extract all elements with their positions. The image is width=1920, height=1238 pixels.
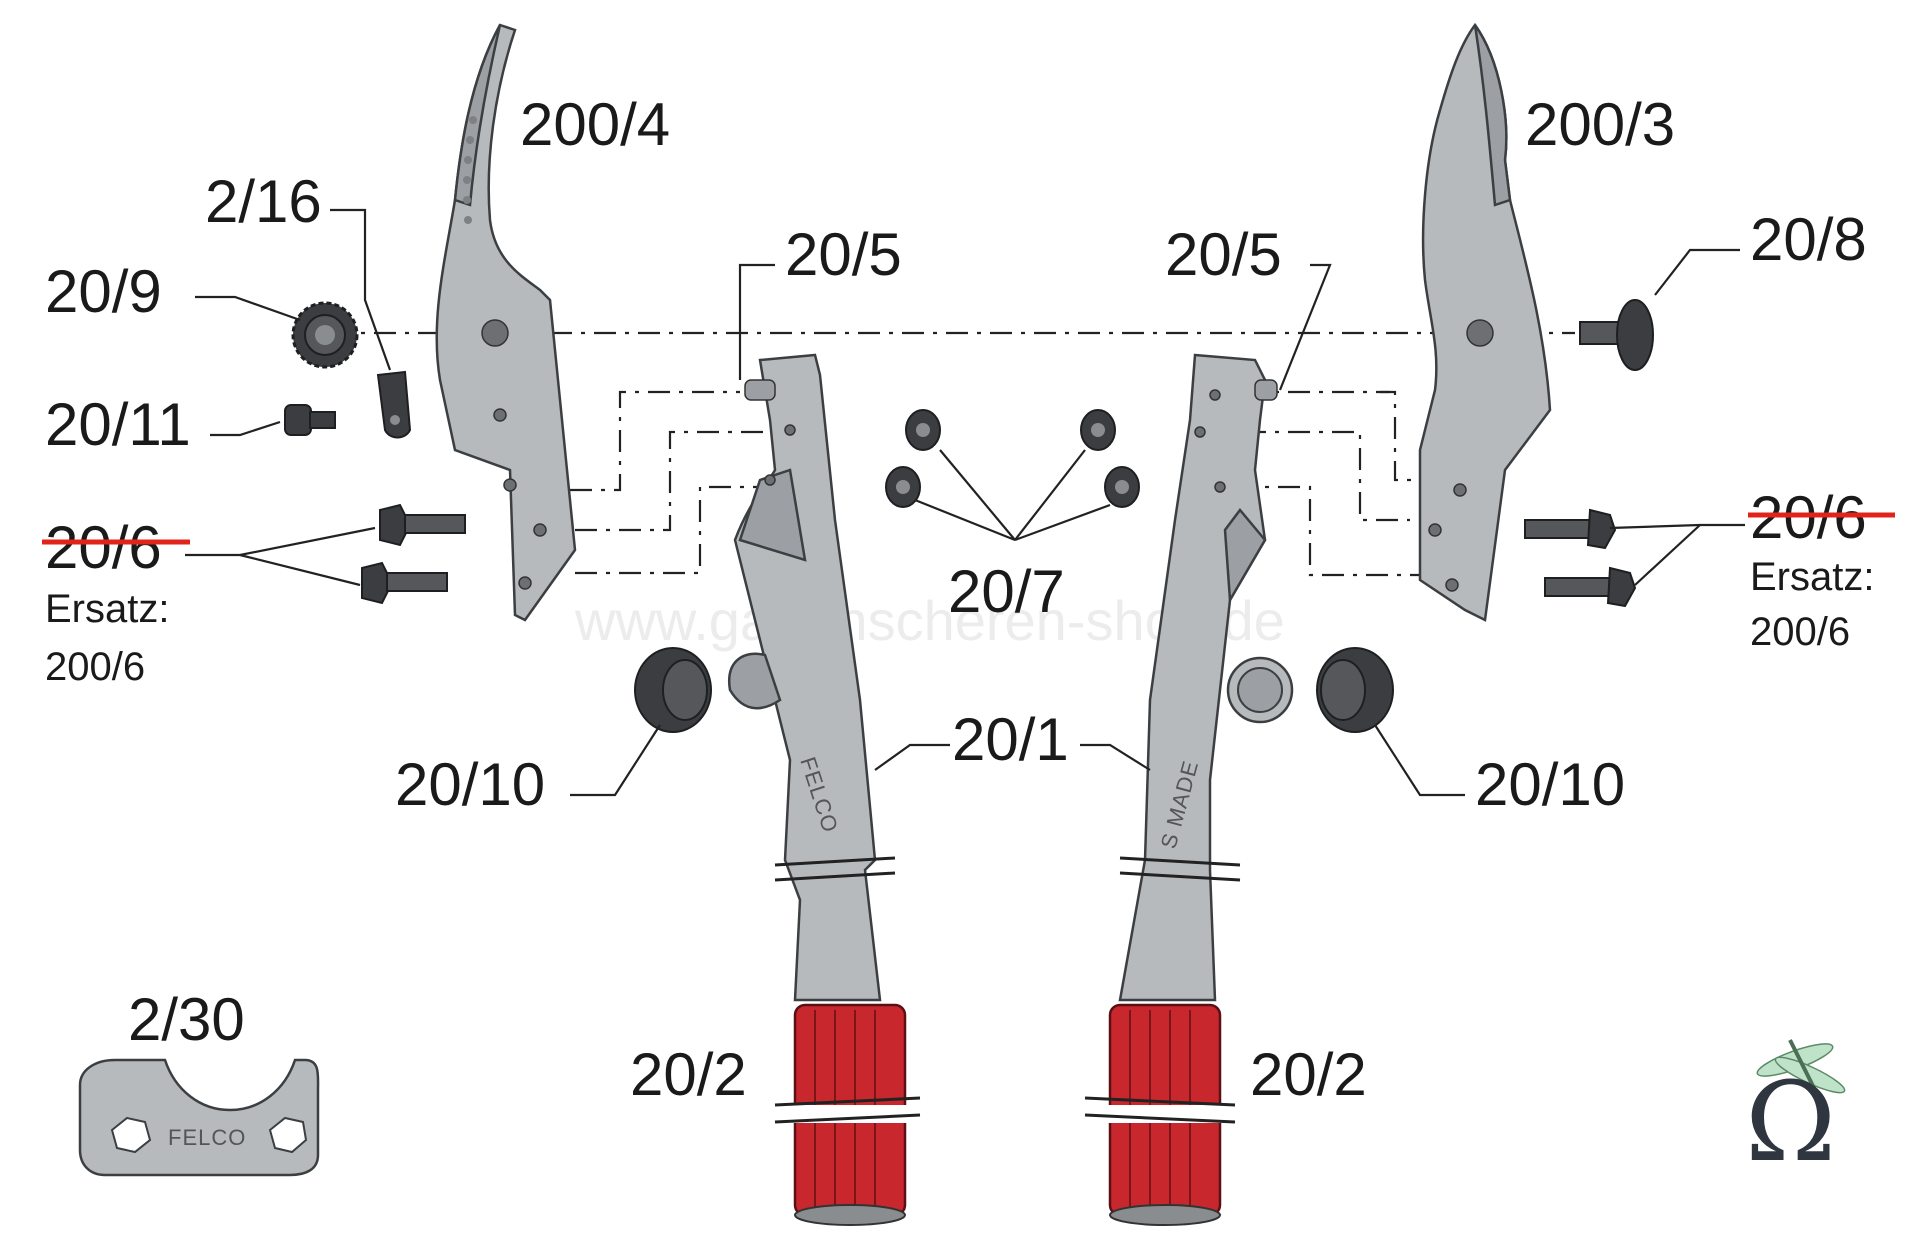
label-20-2-left: 20/2: [630, 1041, 747, 1108]
handle-right: S MADE: [1118, 353, 1294, 1002]
label-20-10-right: 20/10: [1475, 751, 1625, 818]
label-200-4: 200/4: [520, 91, 670, 158]
bumpers-20-10: [634, 647, 1394, 733]
label-20-1: 20/1: [952, 706, 1069, 773]
blade-200-4: [435, 23, 577, 622]
bolts-20-6-left: [361, 503, 466, 605]
label-20-7: 20/7: [948, 558, 1065, 625]
label-20-2-right: 20/2: [1250, 1041, 1367, 1108]
label-ersatz-left-2: 200/6: [45, 645, 145, 689]
label-200-3: 200/3: [1525, 91, 1675, 158]
bolt-20-8: [1579, 299, 1654, 371]
label-20-6-left: 20/6: [45, 514, 162, 581]
catch-2-16: [376, 370, 412, 439]
label-20-5-right: 20/5: [1165, 221, 1282, 288]
wrench-brand: FELCO: [168, 1125, 246, 1150]
label-ersatz-right-1: Ersatz:: [1750, 555, 1874, 599]
label-20-8: 20/8: [1750, 206, 1867, 273]
label-ersatz-left-1: Ersatz:: [45, 587, 169, 631]
bolts-20-6-right: [1524, 508, 1637, 608]
label-20-10-left: 20/10: [395, 751, 545, 818]
nuts-20-7: [885, 409, 1140, 508]
grip-left: [774, 1003, 921, 1226]
blade-200-3: [1418, 22, 1552, 622]
leader-lines: [185, 208, 1745, 797]
handle-left: FELCO: [727, 353, 896, 1002]
grip-right: [1084, 1003, 1240, 1226]
wrench-2-30: FELCO: [78, 1058, 320, 1177]
pin-20-5: [744, 379, 776, 401]
pivot-hole: [481, 319, 509, 347]
pin-20-5: [1254, 379, 1278, 401]
label-ersatz-right-2: 200/6: [1750, 610, 1850, 654]
label-2-16: 2/16: [205, 168, 322, 235]
blade-teeth: [463, 116, 477, 224]
label-2-30: 2/30: [128, 986, 245, 1053]
omega-icon: Ω: [1745, 1058, 1836, 1186]
label-20-9: 20/9: [45, 258, 162, 325]
label-20-5-left: 20/5: [785, 221, 902, 288]
adjusting-wheel-20-9: [291, 301, 359, 369]
screw-20-11: [284, 404, 336, 436]
label-20-11: 20/11: [45, 391, 191, 458]
dragonfly-icon: [1756, 1039, 1846, 1111]
pivot-hole: [1466, 319, 1494, 347]
